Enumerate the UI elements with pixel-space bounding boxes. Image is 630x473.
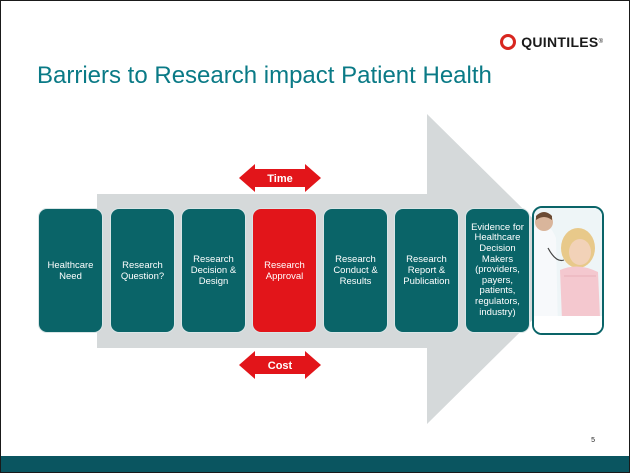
step-label: Research Approval (264, 259, 305, 282)
step-label: Research Report & Publication (403, 254, 450, 287)
photo-illustration (534, 208, 602, 333)
quintiles-logo: QUINTILES ® (500, 34, 603, 50)
page-number: 5 (591, 437, 595, 444)
doctor-examining-child-photo (532, 206, 604, 335)
logo-registered-mark: ® (598, 39, 603, 45)
cost-double-arrow: Cost (239, 351, 321, 379)
step-label: Healthcare Need (47, 259, 94, 282)
time-label: Time (267, 173, 292, 185)
footer-bar (1, 456, 629, 472)
step-label: Evidence for Healthcare Decision Makers … (471, 221, 524, 318)
logo-ring-icon (500, 34, 517, 50)
cost-label: Cost (268, 360, 293, 372)
step-evidence-decision-makers: Evidence for Healthcare Decision Makers … (465, 208, 530, 333)
time-double-arrow: Time (239, 164, 321, 192)
step-label: Research Conduct & Results (333, 254, 378, 287)
slide-title: Barriers to Research impact Patient Heal… (37, 62, 492, 89)
step-label: Research Decision & Design (190, 254, 237, 287)
logo-text: QUINTILES (521, 34, 599, 50)
step-research-decision-design: Research Decision & Design (181, 208, 246, 333)
step-label: Research Question? (120, 259, 165, 282)
step-healthcare-need: Healthcare Need (38, 208, 103, 333)
step-research-question: Research Question? (110, 208, 175, 333)
step-research-approval: Research Approval (252, 208, 317, 333)
step-research-report-publication: Research Report & Publication (394, 208, 459, 333)
step-research-conduct-results: Research Conduct & Results (323, 208, 388, 333)
